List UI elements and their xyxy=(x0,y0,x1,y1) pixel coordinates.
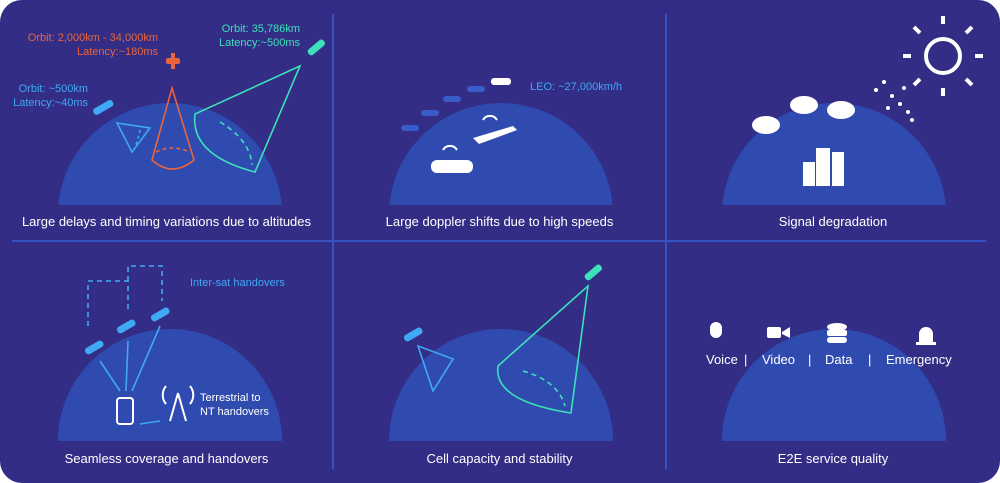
terrestrial-label: NT handovers xyxy=(200,406,269,418)
satellite-icon xyxy=(307,39,326,56)
globe xyxy=(58,103,282,205)
globe xyxy=(389,103,613,205)
satellite-icon xyxy=(150,307,170,322)
cell-doppler: LEO: ~27,000km/h Large doppler shifts du… xyxy=(333,0,666,241)
cell-handovers: Inter-sat handovers Terrestrial to NT han… xyxy=(0,241,333,483)
airplane-icon xyxy=(473,126,517,144)
service-video: Video xyxy=(762,352,796,367)
satellite-icon xyxy=(491,78,511,85)
siren-icon xyxy=(916,327,936,345)
cell-tower-icon xyxy=(161,385,195,422)
globe xyxy=(58,329,282,441)
cell-label: Seamless coverage and handovers xyxy=(64,451,269,466)
wind-cloud-icon xyxy=(827,101,855,119)
separator: | xyxy=(868,352,872,367)
cell-label: Large doppler shifts due to high speeds xyxy=(385,214,614,229)
cell-label: Large delays and timing variations due t… xyxy=(21,214,312,229)
delay-illustration xyxy=(58,39,326,205)
geo-orbit: Orbit: 35,786km xyxy=(221,23,300,35)
rain-icon xyxy=(874,80,914,122)
cell-e2e: E2E service quality xyxy=(666,241,1000,483)
intersat-label: Inter-sat handovers xyxy=(190,277,285,289)
video-camera-icon xyxy=(767,327,790,338)
satellite-icon xyxy=(84,340,104,355)
cell-signal: Signal degradation xyxy=(666,0,1000,241)
cell-label: Signal degradation xyxy=(778,214,888,229)
weather-illustration xyxy=(722,16,983,205)
cell-label: Cell capacity and stability xyxy=(426,451,573,466)
satellite-icon xyxy=(116,319,136,334)
buildings-icon xyxy=(803,148,844,186)
service-voice: Voice xyxy=(706,352,738,367)
satellite-icon xyxy=(584,264,603,281)
separator: | xyxy=(744,352,748,367)
rain-cloud-icon xyxy=(752,116,780,134)
satellite-icon xyxy=(166,53,180,69)
service-globe xyxy=(710,322,946,441)
database-icon xyxy=(827,323,847,343)
snow-cloud-icon xyxy=(790,96,818,114)
phone-icon xyxy=(116,397,134,425)
car-icon xyxy=(431,160,473,173)
satellite-icon xyxy=(403,327,423,342)
leo-latency: Latency:~40ms xyxy=(13,97,88,109)
wifi-icon xyxy=(442,144,458,151)
service-data: Data xyxy=(825,352,853,367)
meo-latency: Latency:~180ms xyxy=(76,46,158,58)
globe xyxy=(722,329,946,441)
sun-icon xyxy=(903,16,983,96)
satellite-icon xyxy=(93,99,114,115)
terrestrial-label: Terrestrial to xyxy=(200,392,261,404)
doppler-illustration xyxy=(389,78,613,205)
service-emergency: Emergency xyxy=(886,352,952,367)
geo-latency: Latency:~500ms xyxy=(218,37,300,49)
separator: | xyxy=(808,352,812,367)
leo-orbit: Orbit: ~500km xyxy=(18,83,88,95)
leo-speed: LEO: ~27,000km/h xyxy=(530,81,623,93)
cell-capacity: Cell capacity and stability xyxy=(333,241,666,483)
capacity-illustration xyxy=(389,264,613,441)
microphone-icon xyxy=(710,322,722,338)
globe xyxy=(389,329,613,441)
cell-label: E2E service quality xyxy=(777,451,889,466)
meo-orbit: Orbit: 2,000km - 34,000km xyxy=(27,32,158,44)
satellite-trail xyxy=(401,86,485,131)
handover-illustration xyxy=(58,265,282,441)
wifi-icon xyxy=(482,114,498,121)
divider xyxy=(12,240,986,242)
